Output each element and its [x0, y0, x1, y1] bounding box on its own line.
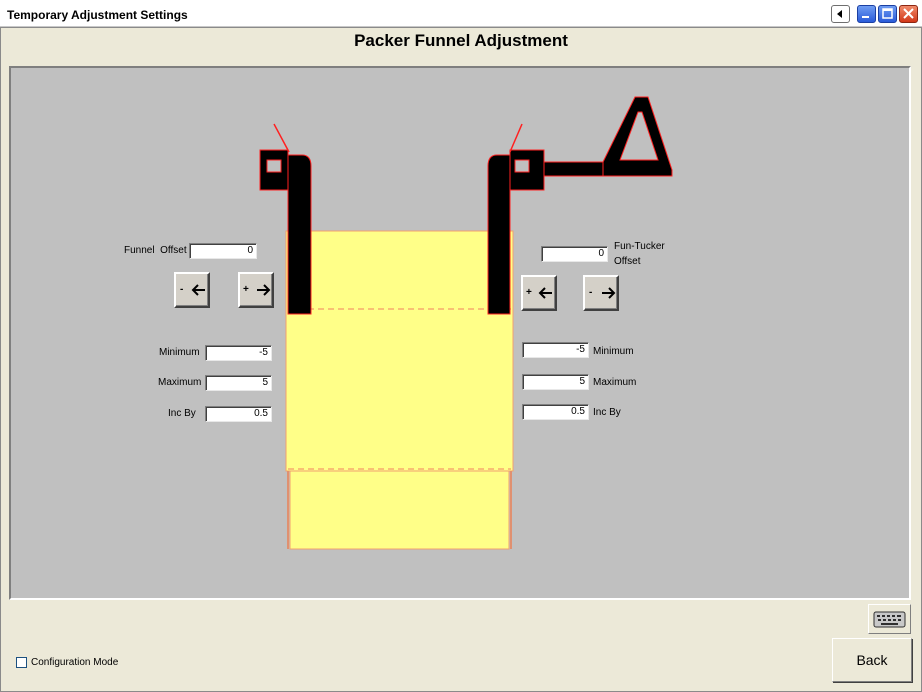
back-button[interactable]: Back	[832, 638, 912, 682]
configuration-mode-checkbox[interactable]	[16, 657, 27, 668]
title-bar: Temporary Adjustment Settings	[0, 0, 922, 27]
minus-sign: -	[180, 284, 184, 295]
arrow-left-icon	[191, 284, 205, 296]
tucker-inc-field[interactable]: 0.5	[522, 404, 589, 420]
funnel-offset-label-word-1: Funnel	[124, 245, 155, 256]
adjustment-panel	[9, 66, 911, 600]
close-icon	[903, 8, 914, 19]
funnel-minimum-label: Minimum	[159, 347, 200, 358]
arrow-right-icon	[257, 284, 271, 296]
minus-sign: -	[589, 287, 593, 298]
funnel-inc-label: Inc By	[168, 408, 196, 419]
funnel-offset-label-word-2: Offset	[160, 245, 187, 256]
tucker-inc-label: Inc By	[593, 407, 621, 418]
tucker-maximum-label: Maximum	[593, 377, 637, 388]
window-title: Temporary Adjustment Settings	[7, 8, 188, 22]
tucker-offset-label-2: Offset	[614, 256, 641, 267]
funnel-maximum-label: Maximum	[158, 377, 202, 388]
funnel-offset-field[interactable]: 0	[189, 243, 257, 259]
collapse-button[interactable]	[831, 5, 850, 23]
tucker-maximum-field[interactable]: 5	[522, 374, 589, 390]
funnel-minimum-field[interactable]: -5	[205, 345, 272, 361]
maximize-icon	[882, 8, 893, 19]
configuration-mode-label: Configuration Mode	[31, 657, 119, 668]
maximize-button[interactable]	[878, 5, 897, 23]
keyboard-icon	[873, 611, 906, 628]
page-title: Packer Funnel Adjustment	[354, 31, 568, 50]
plus-sign: +	[243, 284, 249, 295]
funnel-offset-label: Funnel Offset	[124, 245, 187, 256]
funnel-maximum-field[interactable]: 5	[205, 375, 272, 391]
tucker-plus-left-button[interactable]: +	[521, 275, 557, 311]
arrow-left-icon	[538, 287, 552, 299]
minimize-button[interactable]	[857, 5, 876, 23]
plus-sign: +	[526, 287, 532, 298]
triangle-left-icon	[837, 10, 842, 18]
arrow-right-icon	[602, 287, 616, 299]
funnel-minus-left-button[interactable]: -	[174, 272, 210, 308]
minimize-icon	[862, 16, 869, 18]
close-button[interactable]	[899, 5, 918, 23]
tucker-offset-field[interactable]: 0	[541, 246, 608, 262]
funnel-plus-right-button[interactable]: +	[238, 272, 274, 308]
tucker-minimum-label: Minimum	[593, 346, 634, 357]
funnel-inc-field[interactable]: 0.5	[205, 406, 272, 422]
keyboard-button[interactable]	[868, 604, 911, 634]
tucker-offset-label-1: Fun-Tucker	[614, 241, 665, 252]
tucker-minus-right-button[interactable]: -	[583, 275, 619, 311]
tucker-minimum-field[interactable]: -5	[522, 342, 589, 358]
